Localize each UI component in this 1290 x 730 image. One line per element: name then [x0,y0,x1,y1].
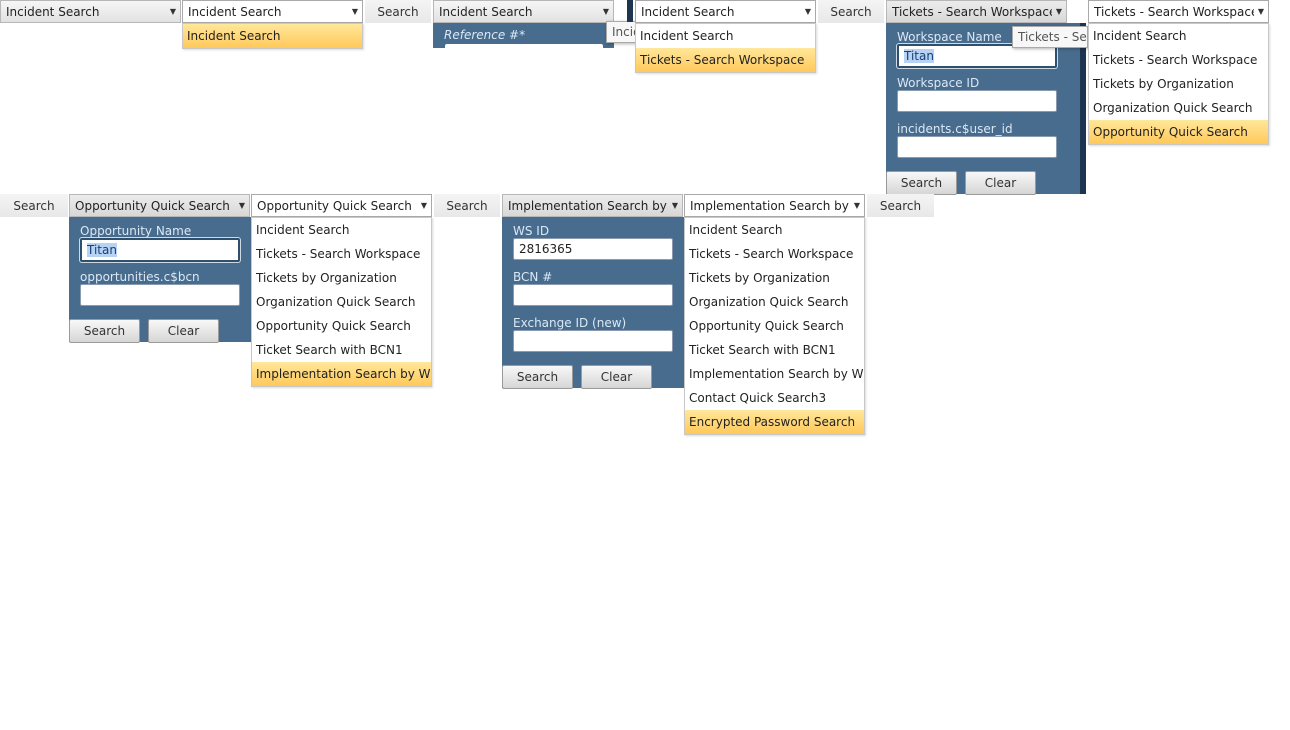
search-button[interactable]: Search [69,319,140,343]
clear-button[interactable]: Clear [148,319,219,343]
search-type-combo[interactable]: Incident Search ▼ [0,0,181,23]
chevron-down-icon: ▼ [1257,7,1265,16]
search-type-combo[interactable]: Incident Search ▼ [433,0,614,23]
search-type-combo[interactable]: Implementation Search by WS ID ▼ [502,194,683,217]
search-button[interactable]: Search [365,0,431,23]
clear-button[interactable]: Clear [965,171,1036,195]
dropdown-item[interactable]: Tickets - Search Workspace [689,247,854,261]
field-label: opportunities.c$bcn [80,270,200,284]
search-type-combo[interactable]: Opportunity Quick Search ▼ [69,194,250,217]
dropdown-item[interactable]: Implementation Search by WS ID [252,362,431,386]
search-type-combo[interactable]: Incident Search ▼ [635,0,816,23]
combo-value: Incident Search [6,4,100,19]
workspace-id-input[interactable] [897,90,1057,112]
window-edge [627,0,633,22]
chevron-down-icon: ▼ [804,7,812,16]
dropdown-item[interactable]: Contact Quick Search3 [689,391,827,405]
combo-value: Implementation Search by WS ID [508,198,668,213]
search-panel: Opportunity Name Titan opportunities.c$b… [69,217,251,343]
dropdown-item[interactable]: Opportunity Quick Search [256,319,411,333]
chevron-down-icon: ▼ [602,7,610,16]
search-button[interactable]: Search [818,0,884,23]
combo-value: Incident Search [188,4,282,19]
input-value: 2816365 [519,242,573,256]
dropdown-item[interactable]: Incident Search [183,24,362,48]
bcn-input[interactable] [513,284,673,306]
dropdown-item[interactable]: Opportunity Quick Search [689,319,844,333]
dropdown-item[interactable]: Tickets - Search Workspace [636,48,815,72]
dropdown-item[interactable]: Organization Quick Search [1093,101,1253,115]
dropdown-list: Incident Search Tickets - Search Workspa… [1088,23,1269,145]
search-button[interactable]: Search [502,365,573,389]
reference-input[interactable] [445,44,603,48]
exchange-id-input[interactable] [513,330,673,352]
dropdown-item[interactable]: Tickets - Search Workspace [1093,53,1258,67]
dropdown-list: Incident Search Tickets - Search Workspa… [684,217,865,435]
chevron-down-icon: ▼ [238,201,246,210]
dropdown-item[interactable]: Tickets by Organization [1093,77,1234,91]
search-type-combo[interactable]: Tickets - Search Workspace ▼ [1088,0,1269,23]
field-label: BCN # [513,270,553,284]
dropdown-item[interactable]: Opportunity Quick Search [1089,120,1268,144]
search-type-combo[interactable]: Opportunity Quick Search ▼ [251,194,432,217]
search-panel: Workspace Name Titan Workspace ID incide… [886,23,1080,195]
dropdown-item[interactable]: Organization Quick Search [256,295,416,309]
chevron-down-icon: ▼ [169,7,177,16]
combo-value: Implementation Search by WS ID [690,198,850,213]
field-label: Reference #* [444,28,526,42]
field-label: Opportunity Name [80,224,192,238]
search-button[interactable]: Search [886,171,957,195]
field-label: Exchange ID (new) [513,316,627,330]
dropdown-item[interactable]: Ticket Search with BCN1 [256,343,403,357]
dropdown-list: Incident Search Tickets - Search Workspa… [251,217,432,387]
chevron-down-icon: ▼ [1055,7,1063,16]
search-type-combo[interactable]: Implementation Search by WS ID ▼ [684,194,865,217]
dropdown-item[interactable]: Incident Search [689,223,783,237]
field-label: WS ID [513,224,550,238]
workspace-name-input[interactable]: Titan [897,44,1057,68]
tooltip: Incid [606,21,638,43]
input-value: Titan [904,49,934,63]
field-label: Workspace ID [897,76,980,90]
dropdown-item[interactable]: Tickets - Search Workspace [256,247,421,261]
dropdown-item[interactable]: Incident Search [1093,29,1187,43]
input-value: Titan [87,243,117,257]
search-panel: WS ID 2816365 BCN # Exchange ID (new) Se… [502,217,684,389]
opportunity-name-input[interactable]: Titan [80,238,240,262]
search-button[interactable]: Search [867,194,934,217]
opportunity-bcn-input[interactable] [80,284,240,306]
search-type-combo[interactable]: Incident Search ▼ [182,0,363,23]
chevron-down-icon: ▼ [420,201,428,210]
chevron-down-icon: ▼ [853,201,861,210]
dropdown-item[interactable]: Implementation Search by WS ID [689,367,864,381]
dropdown-item[interactable]: Ticket Search with BCN1 [689,343,836,357]
dropdown-item[interactable]: Incident Search [640,29,734,43]
combo-value: Opportunity Quick Search [257,198,412,213]
dropdown-item[interactable]: Tickets by Organization [689,271,830,285]
field-label: incidents.c$user_id [897,122,1013,136]
search-type-combo[interactable]: Tickets - Search Workspace ▼ [886,0,1067,23]
chevron-down-icon: ▼ [671,201,679,210]
dropdown-item[interactable]: Organization Quick Search [689,295,849,309]
user-id-input[interactable] [897,136,1057,158]
dropdown-list: Incident Search Tickets - Search Workspa… [635,23,816,73]
combo-value: Opportunity Quick Search [75,198,230,213]
search-button[interactable]: Search [434,194,500,217]
dropdown-list: Incident Search [182,23,363,49]
clear-button[interactable]: Clear [581,365,652,389]
combo-value: Incident Search [641,4,735,19]
ws-id-input[interactable]: 2816365 [513,238,673,260]
tooltip: Tickets - Sear [1012,26,1088,48]
dropdown-item[interactable]: Tickets by Organization [256,271,397,285]
combo-value: Tickets - Search Workspace [1094,4,1254,19]
chevron-down-icon: ▼ [351,7,359,16]
search-panel: Reference #* [433,23,614,48]
dropdown-item[interactable]: Encrypted Password Search [685,410,864,434]
search-button[interactable]: Search [0,194,68,217]
combo-value: Incident Search [439,4,533,19]
dropdown-item[interactable]: Incident Search [256,223,350,237]
field-label: Workspace Name [897,30,1002,44]
combo-value: Tickets - Search Workspace [892,4,1052,19]
window-edge [1080,23,1086,194]
